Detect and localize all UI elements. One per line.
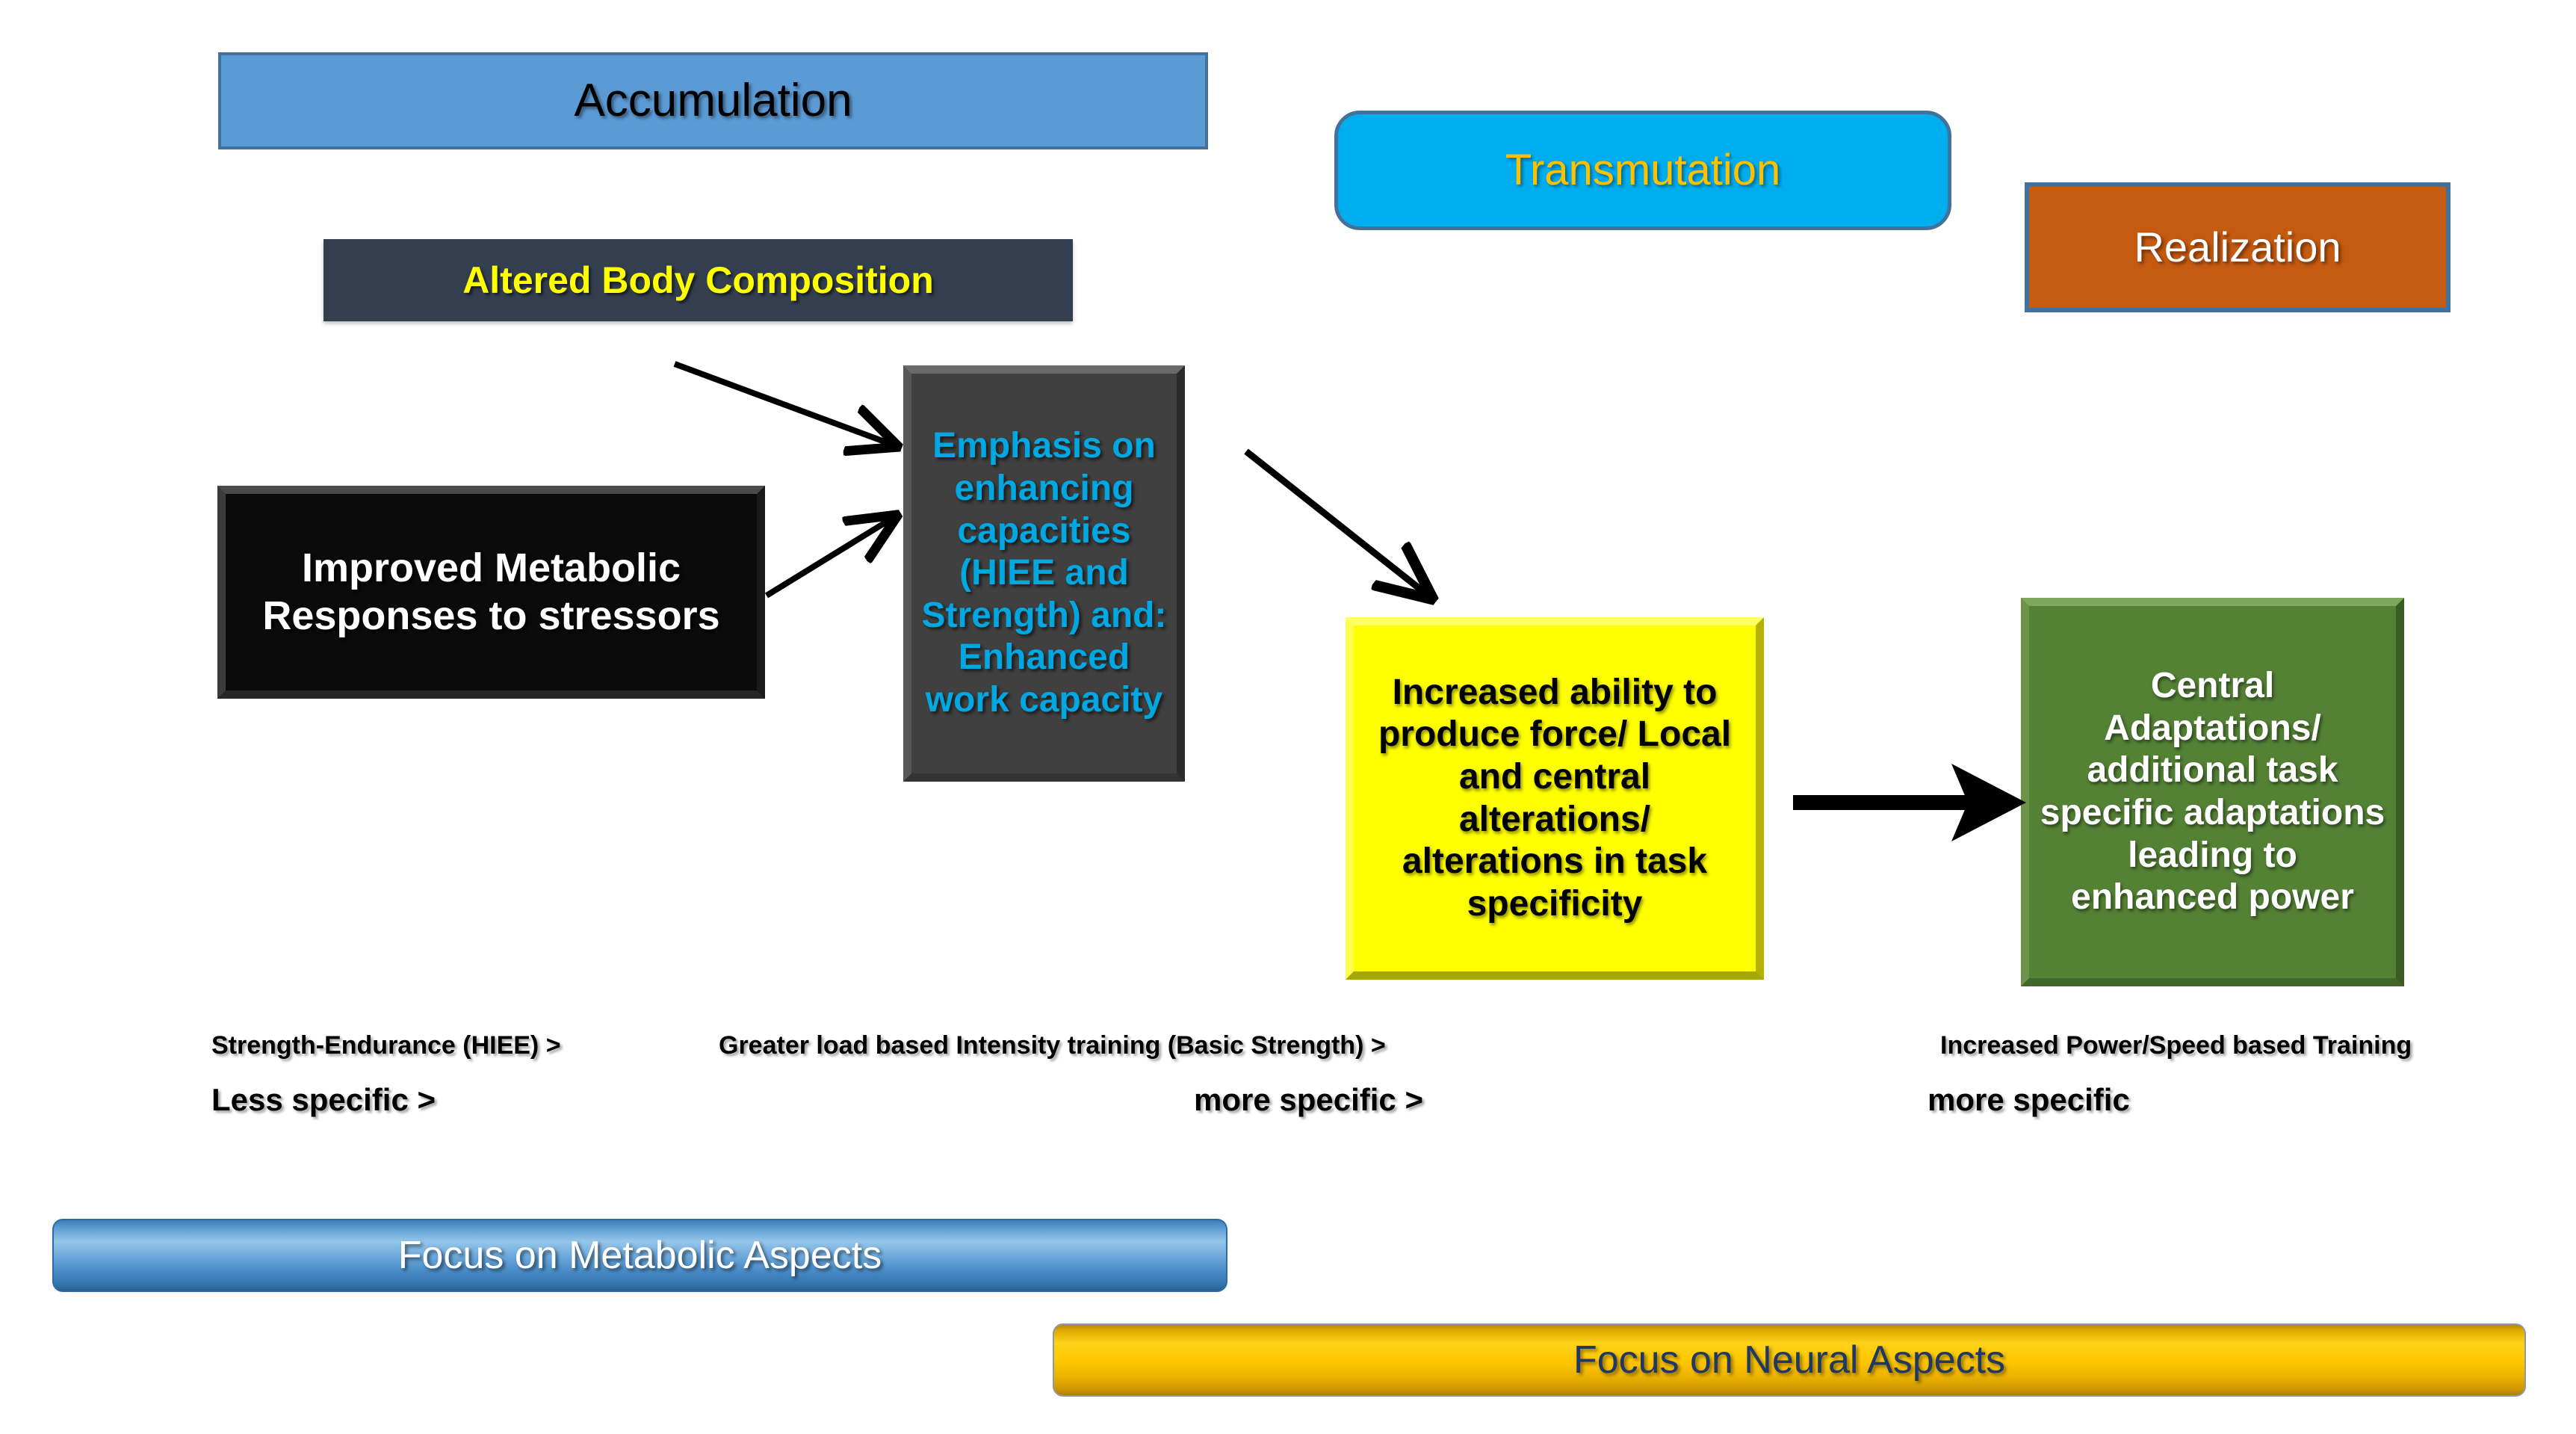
- caption-more-specific-right: more specific: [1928, 1082, 2130, 1117]
- phase-banner-realization: Realization: [2025, 182, 2450, 312]
- arrow-metabolic-to-emphasis: [764, 519, 891, 599]
- phase-banner-transmutation: Transmutation: [1334, 111, 1951, 230]
- node-central-adaptations: Central Adaptations/ additional task spe…: [2021, 598, 2404, 986]
- phase-banner-accumulation: Accumulation: [218, 52, 1208, 149]
- focus-banner-metabolic: Focus on Metabolic Aspects: [52, 1219, 1227, 1292]
- node-increased-ability-to-produce-force: Increased ability to produce force/ Loca…: [1346, 617, 1764, 980]
- node-altered-body-composition: Altered Body Composition: [323, 239, 1073, 321]
- caption-greater-load: Greater load based Intensity training (B…: [719, 1031, 1386, 1060]
- focus-banner-neural: Focus on Neural Aspects: [1053, 1323, 2526, 1397]
- caption-strength-endurance: Strength-Endurance (HIEE) >: [211, 1031, 561, 1060]
- arrow-emphasis-to-increased: [1244, 448, 1425, 593]
- caption-less-specific: Less specific >: [211, 1082, 436, 1117]
- caption-increased-power: Increased Power/Speed based Training: [1940, 1031, 2412, 1060]
- node-emphasis-on-enhancing-capacities: Emphasis on enhancing capacities (HIEE a…: [903, 365, 1185, 782]
- arrow-altered-to-emphasis: [673, 361, 891, 444]
- caption-more-specific-mid: more specific >: [1194, 1082, 1423, 1117]
- node-improved-metabolic-responses: Improved Metabolic Responses to stressor…: [217, 486, 765, 699]
